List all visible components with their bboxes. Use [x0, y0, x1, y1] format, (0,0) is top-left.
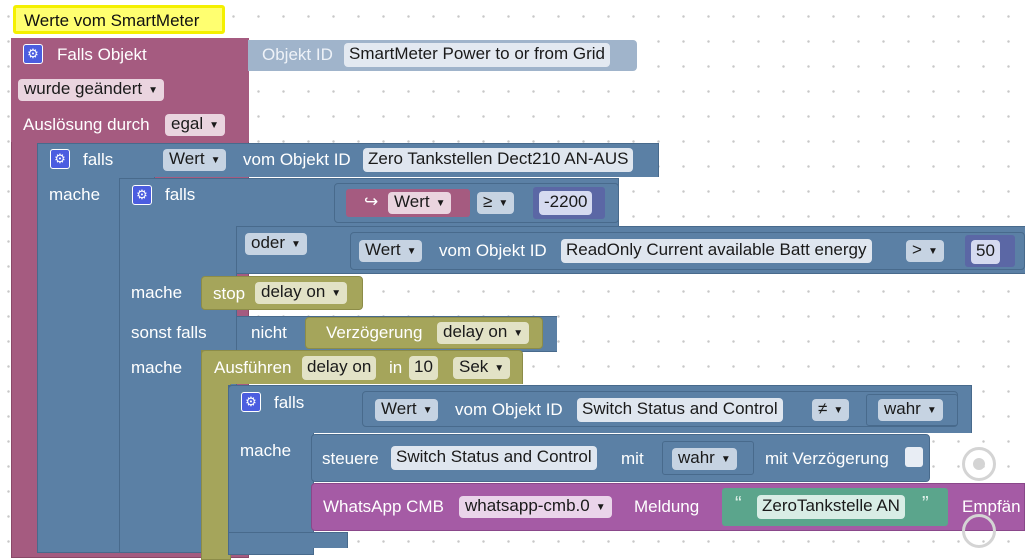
- trigger-title: Falls Objekt: [57, 45, 147, 64]
- if3-object-field[interactable]: Switch Status and Control: [577, 398, 783, 422]
- chevron-down-icon: ▼: [148, 85, 159, 96]
- if1-falls: falls: [83, 150, 114, 169]
- if3-mache: mache: [240, 441, 292, 460]
- not-label: nicht: [251, 323, 287, 342]
- if2-falls: falls: [165, 185, 196, 204]
- chevron-down-icon: ▼: [927, 246, 938, 257]
- open-quote-icon: “: [735, 493, 742, 515]
- gear-icon[interactable]: ⚙: [241, 392, 261, 412]
- if2-mache2: mache: [131, 358, 183, 377]
- cond-a-op: ≥: [483, 192, 493, 211]
- chevron-down-icon: ▼: [720, 454, 731, 465]
- if3-op: ≠: [818, 399, 828, 418]
- chevron-down-icon: ▼: [498, 198, 509, 209]
- zoom-in-icon[interactable]: [962, 514, 996, 548]
- close-quote-icon: ”: [922, 493, 929, 515]
- control-delay-label: mit Verzögerung: [765, 449, 889, 468]
- cond-b-value: Wert: [365, 240, 401, 259]
- whatsapp-label: WhatsApp CMB: [323, 497, 444, 516]
- if3-op-dropdown[interactable]: ≠▼: [812, 399, 850, 421]
- if1-value: Wert: [169, 149, 205, 168]
- chevron-down-icon: ▼: [494, 363, 505, 374]
- cond-b-op: >: [912, 240, 922, 259]
- run-label: Ausführen: [214, 358, 292, 377]
- cond-b-object-field[interactable]: ReadOnly Current available Batt energy: [561, 239, 872, 263]
- delay-dropdown[interactable]: delay on ▼: [437, 322, 530, 344]
- control-object-field[interactable]: Switch Status and Control: [391, 446, 597, 470]
- if2-mache: mache: [131, 283, 183, 302]
- delay-checkbox[interactable]: [905, 447, 923, 467]
- delay-value: delay on: [443, 322, 508, 341]
- whatsapp-instance-dropdown[interactable]: whatsapp-cmb.0 ▼: [459, 496, 612, 518]
- if1-from-label: vom Objekt ID: [243, 150, 351, 169]
- control-label: steuere: [322, 449, 379, 468]
- gear-icon[interactable]: ⚙: [23, 44, 43, 64]
- cond-a-value-dropdown[interactable]: Wert ▼: [388, 192, 452, 214]
- stop-value: delay on: [261, 282, 326, 301]
- trigger-by-value: egal: [171, 114, 204, 133]
- chevron-down-icon: ▼: [595, 502, 606, 513]
- if3-footer: [228, 532, 348, 548]
- if3-from-label: vom Objekt ID: [455, 400, 563, 419]
- gear-icon[interactable]: ⚙: [132, 185, 152, 205]
- stop-label: stop: [213, 284, 246, 303]
- chevron-down-icon: ▼: [209, 120, 220, 131]
- chevron-down-icon: ▼: [210, 155, 221, 166]
- changed-value: wurde geändert: [24, 79, 143, 98]
- in-label: in: [389, 358, 403, 377]
- whatsapp-message-label: Meldung: [634, 497, 700, 516]
- chevron-down-icon: ▼: [422, 405, 433, 416]
- delay-label: Verzögerung: [326, 323, 423, 342]
- control-with-label: mit: [621, 449, 644, 468]
- changed-dropdown[interactable]: wurde geändert ▼: [18, 79, 165, 101]
- object-id-label: Objekt ID: [262, 45, 333, 64]
- if3-value-dropdown[interactable]: Wert ▼: [375, 399, 439, 421]
- or-value: oder: [251, 233, 286, 252]
- cond-a-value: Wert: [394, 192, 430, 211]
- cond-b-value-dropdown[interactable]: Wert ▼: [359, 240, 423, 262]
- seconds-field[interactable]: 10: [409, 356, 438, 380]
- if1-mache: mache: [49, 185, 101, 204]
- or-dropdown[interactable]: oder ▼: [245, 233, 307, 255]
- recenter-icon-dot: [973, 458, 985, 470]
- message-field[interactable]: ZeroTankstelle AN: [757, 495, 905, 519]
- cond-b-op-dropdown[interactable]: >▼: [906, 240, 944, 262]
- if3-bool: wahr: [884, 399, 921, 418]
- chevron-down-icon: ▼: [926, 405, 937, 416]
- object-id-field[interactable]: SmartMeter Power to or from Grid: [344, 43, 611, 67]
- whatsapp-instance: whatsapp-cmb.0: [465, 496, 590, 515]
- chevron-down-icon: ▼: [513, 328, 524, 339]
- trigger-by-label: Auslösung durch: [23, 115, 150, 134]
- chevron-down-icon: ▼: [331, 288, 342, 299]
- chevron-down-icon: ▼: [435, 198, 446, 209]
- gear-icon[interactable]: ⚙: [50, 149, 70, 169]
- chevron-down-icon: ▼: [406, 246, 417, 257]
- elseif-label: sonst falls: [131, 323, 207, 342]
- chevron-down-icon: ▼: [833, 405, 844, 416]
- recenter-icon[interactable]: [962, 447, 996, 481]
- if3-bool-dropdown[interactable]: wahr ▼: [878, 399, 943, 421]
- trigger-by-dropdown[interactable]: egal ▼: [165, 114, 226, 136]
- run-value-field[interactable]: delay on: [302, 356, 377, 380]
- return-arrow-icon: ↪: [364, 192, 379, 211]
- control-with-dropdown[interactable]: wahr ▼: [672, 448, 737, 470]
- if3-falls: falls: [274, 393, 305, 412]
- cond-a-op-dropdown[interactable]: ≥▼: [477, 192, 515, 214]
- if3-value: Wert: [381, 399, 417, 418]
- unit-value: Sek: [459, 357, 489, 376]
- comment-label[interactable]: Werte vom SmartMeter: [13, 5, 225, 34]
- cond-a-number[interactable]: -2200: [539, 191, 593, 215]
- unit-dropdown[interactable]: Sek ▼: [453, 357, 511, 379]
- cond-b-from-label: vom Objekt ID: [439, 241, 547, 260]
- control-with-value: wahr: [678, 448, 715, 467]
- whatsapp-recipient-label: Empfän: [962, 497, 1021, 516]
- if1-object-field[interactable]: Zero Tankstellen Dect210 AN-AUS: [363, 148, 634, 172]
- chevron-down-icon: ▼: [291, 239, 301, 250]
- if1-value-dropdown[interactable]: Wert ▼: [163, 149, 227, 171]
- stop-dropdown[interactable]: delay on ▼: [255, 282, 348, 304]
- cond-b-number[interactable]: 50: [971, 240, 1000, 264]
